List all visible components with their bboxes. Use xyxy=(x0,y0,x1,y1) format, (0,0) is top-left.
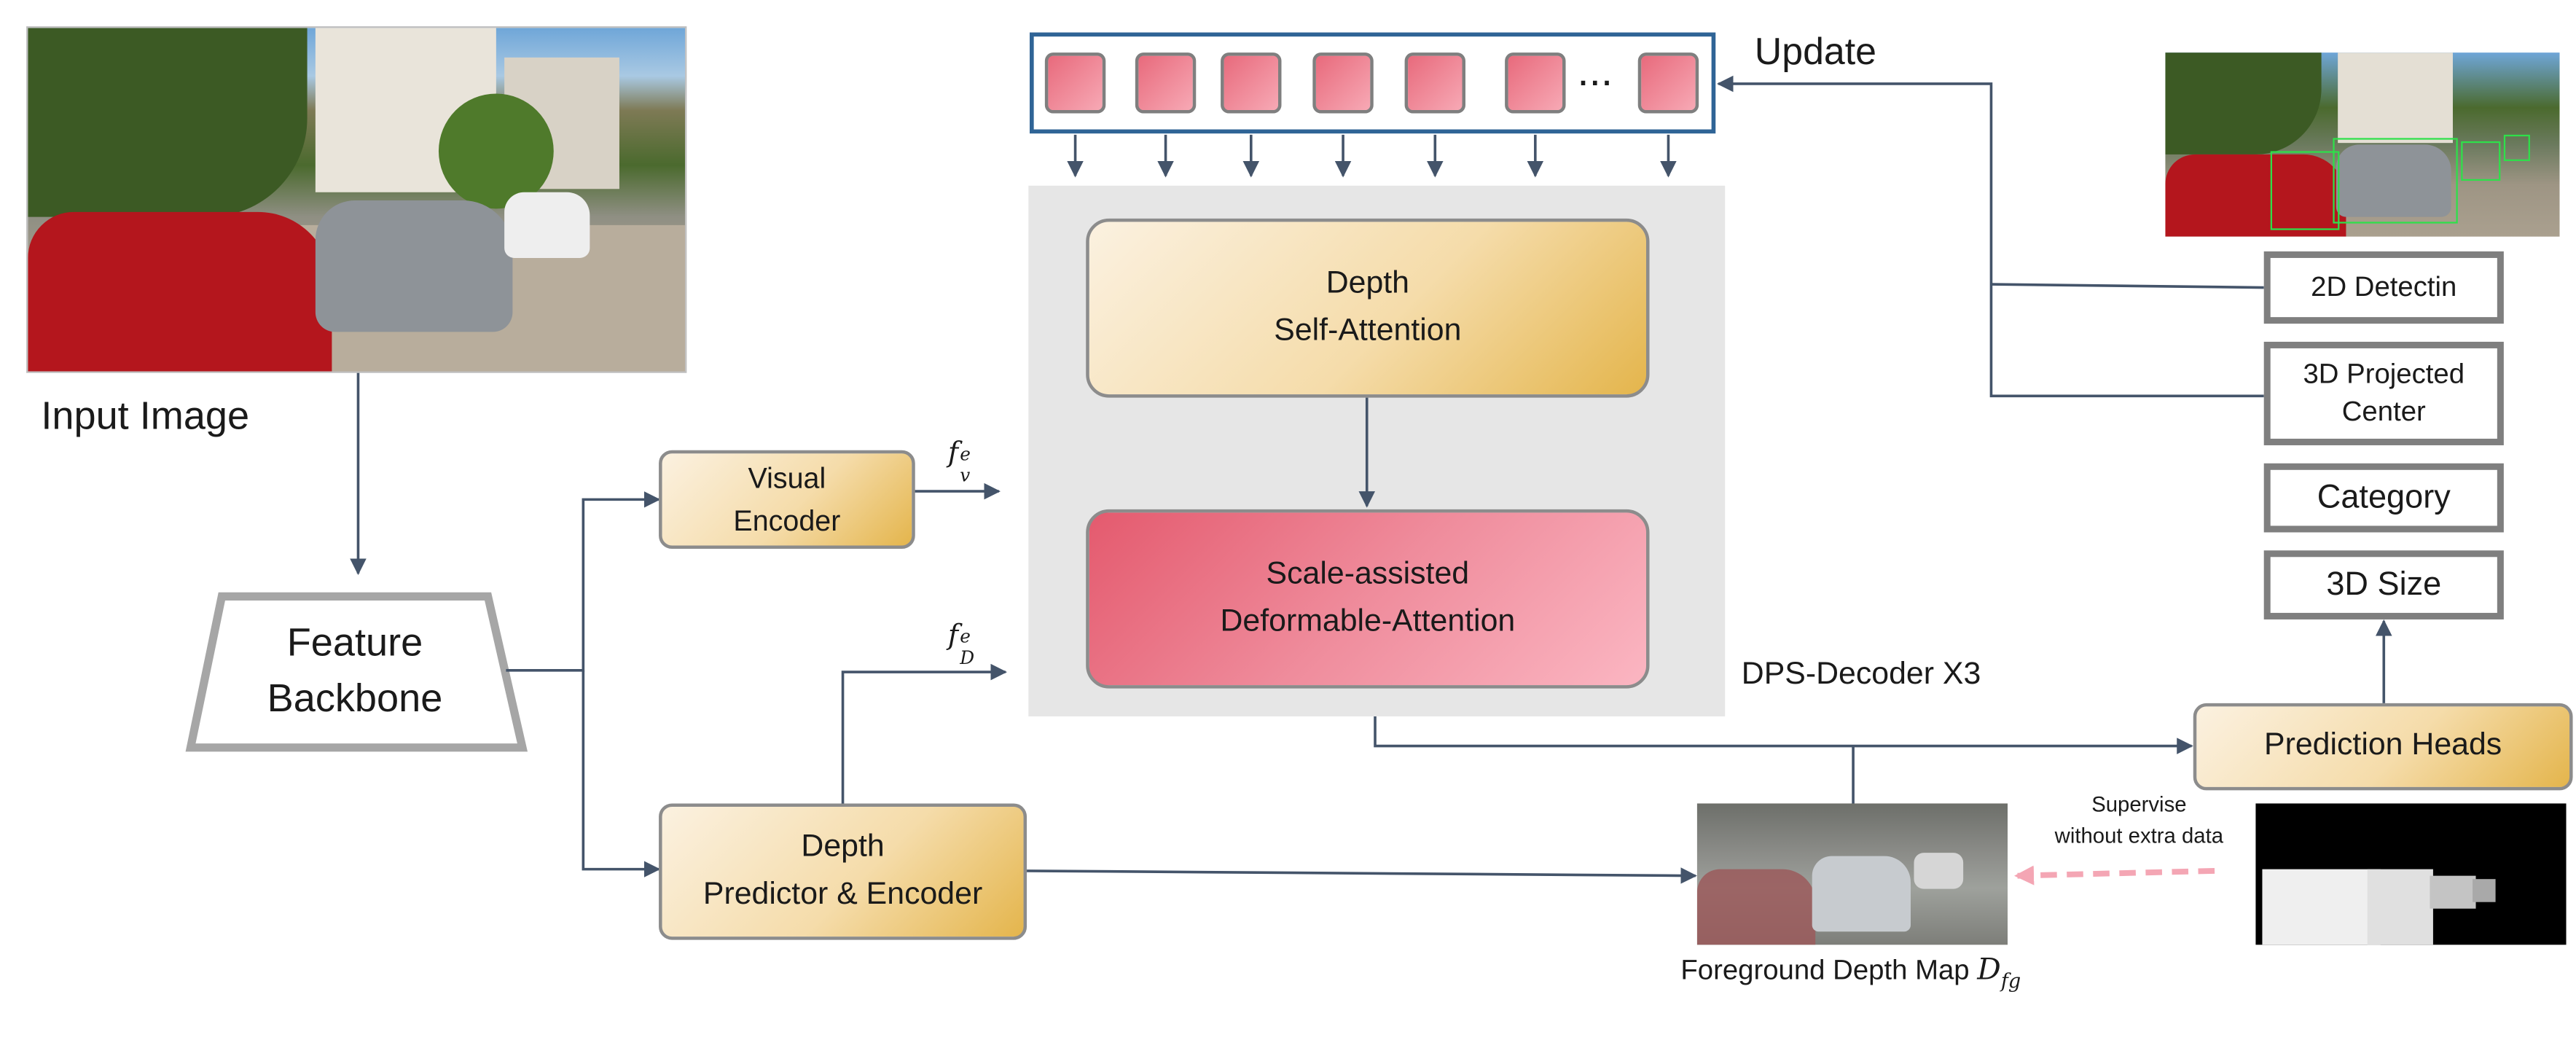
depth-feature-symbol: f xyxy=(947,619,959,653)
visual-feature-sub: v xyxy=(960,465,971,487)
arrow-backbone-to-depth xyxy=(582,670,661,877)
scale-deformable-attention: Scale-assisted Deformable-Attention xyxy=(1086,509,1650,689)
input-image xyxy=(26,26,687,373)
car-red-shape xyxy=(1696,869,1816,945)
query-ellipsis: ... xyxy=(1577,46,1613,95)
tree-shape xyxy=(2165,52,2322,155)
supervise-label: Supervise without extra data xyxy=(2054,792,2224,848)
feature-backbone-label: Feature Backbone xyxy=(267,622,443,722)
line-2d-detect-feedback xyxy=(1991,283,2264,289)
visual-feature-label: f e v xyxy=(947,437,975,487)
arrow-depth-to-map xyxy=(1027,867,1697,884)
detection-box xyxy=(2333,138,2458,224)
car-white-shape xyxy=(1914,853,1964,889)
tree-shape xyxy=(438,93,554,209)
query-token xyxy=(1312,52,1374,114)
depth-self-attention: Depth Self-Attention xyxy=(1086,218,1650,398)
mask-object xyxy=(2367,869,2433,945)
mask-object xyxy=(2262,869,2381,945)
car-silver-shape xyxy=(2336,144,2451,217)
output-category: Category xyxy=(2263,463,2504,533)
detection-box xyxy=(2270,151,2340,230)
car-red-shape xyxy=(28,211,332,372)
arrow-decoder-to-heads xyxy=(1374,716,2193,754)
detection-box xyxy=(2503,134,2530,161)
visual-feature-symbol: f xyxy=(947,437,959,470)
update-label: Update xyxy=(1754,29,1877,73)
foreground-depth-map xyxy=(1696,803,2008,945)
input-image-label: Input Image xyxy=(41,394,250,439)
decoder-label: DPS-Decoder X3 xyxy=(1741,657,1981,692)
supervise-arrow xyxy=(2014,865,2215,885)
query-token xyxy=(1505,52,1566,114)
visual-feature-sup: e xyxy=(960,443,971,466)
car-silver-shape xyxy=(1812,856,1911,932)
depth-feature-sup: e xyxy=(960,625,971,648)
depth-feature-label: f e D xyxy=(947,619,978,669)
arrow-update xyxy=(1716,75,2264,398)
arrow-backbone-to-visual xyxy=(506,491,661,672)
car-silver-shape xyxy=(315,200,513,332)
foreground-depth-text: Foreground Depth Map xyxy=(1680,954,1978,986)
output-3d-projected-center: 3D Projected Center xyxy=(2263,341,2504,445)
car-red-shape xyxy=(2165,154,2346,237)
query-token xyxy=(1404,52,1466,114)
tree-shape xyxy=(28,28,308,217)
house-shape xyxy=(2338,52,2453,144)
arrow-depth-feature xyxy=(841,663,1008,804)
mask-object xyxy=(2430,875,2476,909)
query-token xyxy=(1135,52,1197,114)
query-token xyxy=(1044,52,1106,114)
depth-feature-sub: D xyxy=(960,647,975,669)
car-white-shape xyxy=(504,192,590,258)
detection-image xyxy=(2165,52,2560,237)
output-3d-size: 3D Size xyxy=(2263,550,2504,619)
foreground-depth-symbol: D xyxy=(1977,953,2001,988)
feature-backbone-shape xyxy=(185,592,528,752)
output-2d-detection: 2D Detectin xyxy=(2263,251,2504,324)
mask-object xyxy=(2473,879,2496,902)
foreground-depth-subscript: fg xyxy=(2000,969,2021,993)
visual-encoder: Visual Encoder xyxy=(659,450,915,550)
query-token xyxy=(1221,52,1282,114)
prediction-heads: Prediction Heads xyxy=(2193,703,2573,791)
query-token xyxy=(1637,52,1699,114)
gt-depth-mask xyxy=(2255,803,2567,945)
foreground-depth-label: Foreground Depth Map Dfg xyxy=(1680,953,2021,993)
detection-box xyxy=(2461,141,2501,181)
depth-predictor-encoder: Depth Predictor & Encoder xyxy=(659,803,1027,940)
